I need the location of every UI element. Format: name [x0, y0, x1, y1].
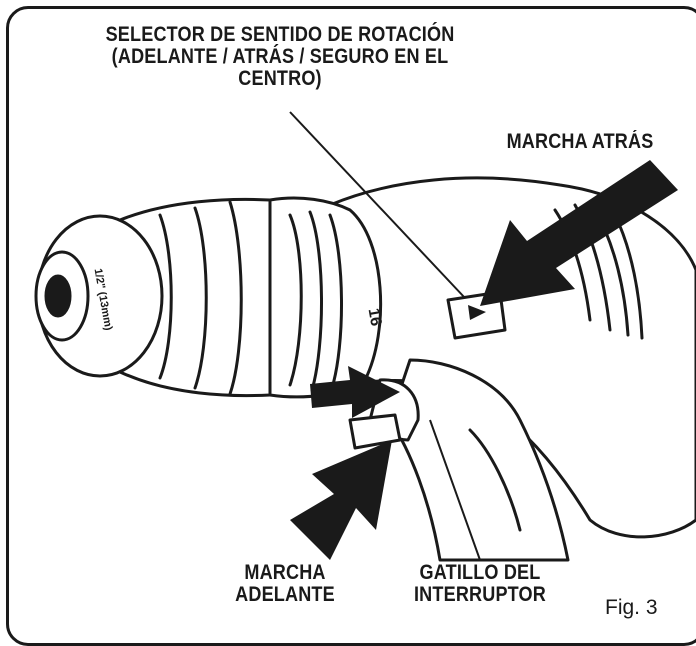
body-vents — [553, 203, 644, 340]
reverse-arrow — [480, 160, 678, 306]
forward-label: MARCHA ADELANTE — [235, 561, 335, 606]
selector-label: SELECTOR DE SENTIDO DE ROTACIÓN (ADELANT… — [105, 23, 455, 90]
selector-leader-line — [289, 111, 466, 299]
reverse-label: MARCHA ATRÁS — [506, 130, 654, 153]
trigger-label: GATILLO DEL INTERRUPTOR — [413, 561, 547, 606]
trigger-leader-line — [429, 419, 481, 561]
figure-number: Fig. 3 — [605, 596, 658, 619]
drill-illustration: 1/2" (13mm) 16 — [34, 111, 696, 562]
chuck-sleeve — [118, 197, 272, 398]
clutch-collar — [268, 196, 383, 399]
forward-selector-side — [348, 413, 402, 450]
forward-arrow — [290, 440, 392, 560]
forward-side-arrow — [310, 366, 400, 418]
clutch-setting-marking: 16 — [365, 307, 385, 328]
handle-grip — [388, 358, 570, 562]
